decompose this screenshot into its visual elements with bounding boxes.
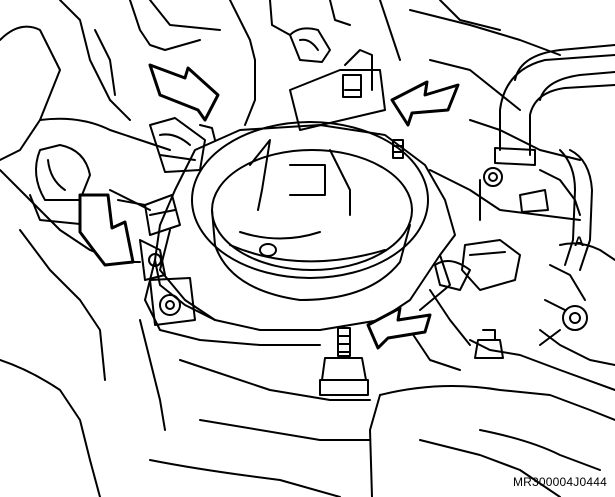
stud-bottom — [319, 327, 369, 396]
nut-right — [474, 329, 504, 359]
figure-code: MR300004J0444 — [512, 475, 607, 489]
throttle-body — [144, 121, 456, 346]
stud-upper-right — [392, 139, 404, 159]
hose-upper-right — [494, 54, 615, 271]
arrow-top-left — [148, 63, 220, 122]
clamp-left — [149, 117, 216, 173]
mounting-boss-left — [149, 277, 196, 326]
arrow-top-right — [390, 80, 460, 127]
arrow-bottom-right — [366, 306, 432, 350]
fitting-right-center — [483, 167, 549, 213]
callout-arrows — [78, 63, 460, 350]
part-label-a: A — [574, 233, 585, 249]
arrow-left — [78, 193, 135, 267]
connector-right — [409, 239, 588, 371]
sensor-left — [109, 189, 181, 281]
bracket-top-center — [289, 27, 386, 131]
